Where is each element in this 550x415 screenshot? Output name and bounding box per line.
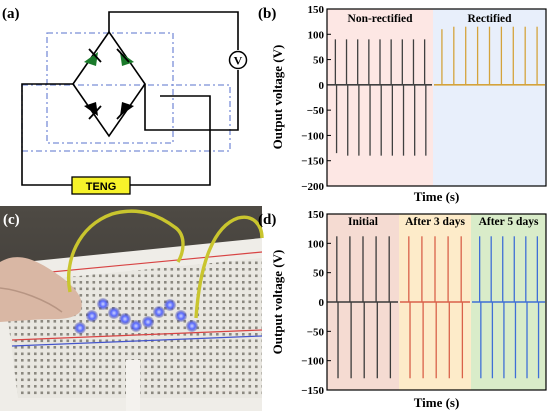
y-axis-label: Output voltage (V) xyxy=(270,45,285,150)
y-tick-label: −150 xyxy=(301,156,324,168)
power-rail-red xyxy=(11,329,263,341)
x-axis-label: Time (s) xyxy=(414,395,460,410)
board-clip xyxy=(126,360,140,411)
teng-label: TENG xyxy=(86,181,117,193)
y-tick-label: −50 xyxy=(307,326,325,338)
bridge-box xyxy=(46,32,174,144)
teng-block xyxy=(71,176,131,195)
wire-left xyxy=(21,83,73,186)
y-tick-label: 100 xyxy=(308,29,325,41)
wire-yellow xyxy=(67,209,185,293)
region-label: Non-rectified xyxy=(348,13,414,25)
panel-a-label: (a) xyxy=(2,6,20,22)
wire-right xyxy=(144,70,239,131)
y-tick-label: 50 xyxy=(313,55,325,67)
panel-c: (c) xyxy=(0,206,264,411)
plot-frame xyxy=(326,8,547,187)
wire-bottom xyxy=(130,95,211,186)
panel-b-label: (b) xyxy=(258,6,276,22)
y-tick-label: −100 xyxy=(301,356,324,368)
y-tick-label: −200 xyxy=(301,181,324,193)
y-tick-label: 150 xyxy=(308,4,325,16)
y-tick-label: 100 xyxy=(308,238,325,250)
wire-top xyxy=(108,11,239,50)
voltmeter-label: V xyxy=(234,54,243,68)
diode-icon xyxy=(84,48,102,66)
diode-icon xyxy=(116,48,134,66)
power-rail-blue xyxy=(11,335,263,347)
region-label: Initial xyxy=(348,216,378,228)
region-label: Rectified xyxy=(467,13,512,25)
y-tick-label: 150 xyxy=(308,209,325,221)
panel-c-label: (c) xyxy=(3,212,20,228)
wire-yellow xyxy=(194,215,264,319)
panel-a: (a) V TENG xyxy=(2,6,248,195)
region-band xyxy=(327,9,433,186)
diode-icon xyxy=(84,102,102,120)
x-axis-label: Time (s) xyxy=(414,189,460,204)
diode-icon xyxy=(116,102,134,120)
y-tick-label: −100 xyxy=(301,130,324,142)
voltmeter-icon xyxy=(228,50,248,70)
region-label: After 5 days xyxy=(479,216,539,228)
y-tick-label: 0 xyxy=(319,297,325,309)
panel-d-label: (d) xyxy=(258,212,276,228)
led-array xyxy=(74,298,198,334)
y-tick-label: −150 xyxy=(301,385,324,397)
y-tick-label: 50 xyxy=(313,268,325,280)
y-tick-label: 0 xyxy=(319,80,325,92)
panel-b: (b) −200 −150 −100 −50 0 50 100 150Non-rectifie… xyxy=(258,4,547,204)
finger-crease xyxy=(0,287,63,313)
region-label: After 3 days xyxy=(405,216,465,228)
teng-box xyxy=(21,84,231,152)
y-tick-label: −50 xyxy=(307,105,325,117)
hand xyxy=(0,257,82,322)
y-axis-label: Output voltage (V) xyxy=(270,250,285,355)
bridge-diamond xyxy=(72,30,146,138)
